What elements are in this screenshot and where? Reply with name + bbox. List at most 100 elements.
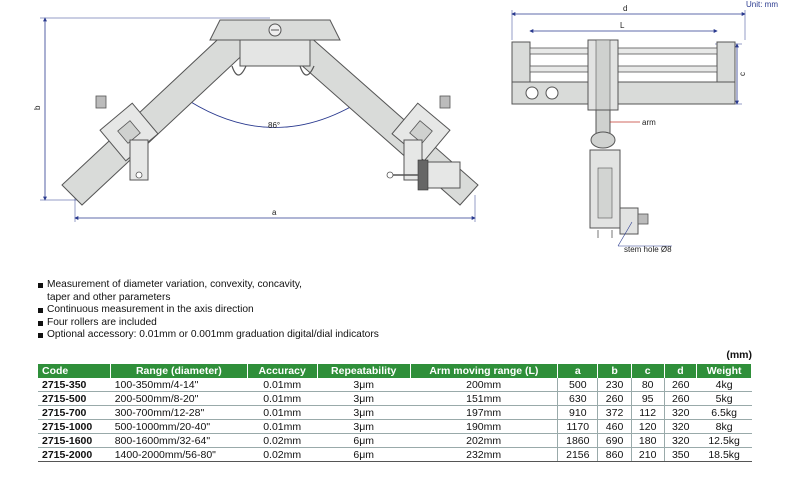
cell-a: 1860 [557, 433, 598, 448]
dimension-a-label: a [272, 208, 277, 217]
cell-arm-range: 197mm [410, 405, 558, 420]
cell-range: 200-500mm/8-20" [110, 391, 248, 406]
cell-code: 2715-1600 [38, 433, 111, 448]
cell-a: 500 [557, 378, 598, 392]
table-row: 2715-1600 800-1600mm/32-64" 0.02mm 6μm 2… [38, 433, 752, 448]
cell-arm-range: 202mm [410, 433, 558, 448]
cell-b: 230 [597, 378, 632, 392]
cell-code: 2715-1000 [38, 419, 111, 434]
end-block-right [716, 41, 736, 83]
stem-hole-label: stem hole Ø8 [624, 245, 672, 254]
cell-code: 2715-2000 [38, 447, 111, 462]
dimension-c-label: c [738, 72, 747, 76]
clamp-knob-icon [590, 131, 616, 149]
cell-repeatability: 3μm [317, 405, 411, 420]
hole-icon [525, 86, 539, 100]
header-c: c [631, 364, 665, 378]
cell-c: 95 [630, 391, 665, 406]
cell-weight: 8kg [696, 419, 752, 434]
cell-arm-range: 200mm [410, 378, 558, 392]
feature-list: Measurement of diameter variation, conve… [38, 279, 379, 342]
header-repeatability: Repeatability [317, 364, 411, 378]
cell-b: 260 [597, 391, 632, 406]
table-row: 2715-700 300-700mm/12-28" 0.01mm 3μm 197… [38, 405, 752, 420]
table-row: 2715-2000 1400-2000mm/56-80" 0.02mm 6μm … [38, 447, 752, 462]
cell-arm-range: 232mm [410, 447, 558, 462]
cell-range: 1400-2000mm/56-80" [110, 447, 248, 462]
cell-repeatability: 3μm [317, 391, 411, 406]
cell-a: 910 [557, 405, 598, 420]
cell-weight: 5kg [696, 391, 752, 406]
header-range: Range (diameter) [110, 364, 248, 378]
cell-range: 800-1600mm/32-64" [110, 433, 248, 448]
cell-range: 100-350mm/4-14" [110, 378, 248, 392]
cell-d: 260 [663, 391, 697, 406]
center-clamp [239, 39, 311, 67]
technical-drawing: b a 86° [33, 4, 747, 254]
cell-weight: 12.5kg [696, 433, 752, 448]
cell-c: 120 [630, 419, 665, 434]
base-bar [511, 81, 736, 105]
cell-arm-range: 190mm [410, 419, 558, 434]
header-b: b [597, 364, 632, 378]
side-view: d L c arm [511, 4, 747, 254]
end-block-left [511, 41, 531, 83]
cell-b: 690 [597, 433, 632, 448]
table-unit-label: (mm) [726, 349, 752, 361]
dimension-d-label: d [623, 4, 627, 13]
cell-accuracy: 0.01mm [247, 391, 318, 406]
cell-repeatability: 3μm [317, 419, 411, 434]
feature-item: Optional accessory: 0.01mm or 0.001mm gr… [38, 329, 379, 342]
cell-d: 320 [663, 419, 697, 434]
cell-code: 2715-500 [38, 391, 111, 406]
cell-c: 80 [630, 378, 665, 392]
cell-accuracy: 0.01mm [247, 419, 318, 434]
cell-a: 1170 [557, 419, 598, 434]
cell-a: 630 [557, 391, 598, 406]
unit-note: Unit: mm [746, 0, 778, 9]
spec-table: Code Range (diameter) Accuracy Repeatabi… [38, 364, 752, 462]
cell-c: 180 [630, 433, 665, 448]
cell-weight: 4kg [696, 378, 752, 392]
bullet-icon [38, 333, 43, 338]
feature-item: Continuous measurement in the axis direc… [38, 304, 379, 317]
left-arm [61, 27, 251, 206]
cell-d: 320 [663, 433, 697, 448]
cell-repeatability: 3μm [317, 378, 411, 392]
angle-arc [179, 94, 371, 128]
header-accuracy: Accuracy [247, 364, 318, 378]
stem-knob-icon [637, 213, 649, 225]
indicator-holder [421, 161, 461, 189]
right-knob-icon [439, 95, 451, 109]
header-a: a [557, 364, 599, 378]
cell-range: 300-700mm/12-28" [110, 405, 248, 420]
cell-b: 860 [597, 447, 632, 462]
cell-d: 260 [663, 378, 697, 392]
cell-accuracy: 0.02mm [247, 433, 318, 448]
cell-weight: 6.5kg [696, 405, 752, 420]
feature-item: taper and other parameters [47, 291, 171, 303]
feature-item: Four rollers are included [38, 317, 379, 330]
bullet-icon [38, 283, 43, 288]
header-weight: Weight [696, 364, 752, 378]
table-header-row: Code Range (diameter) Accuracy Repeatabi… [38, 364, 752, 378]
dimension-b-label: b [33, 105, 42, 110]
cell-accuracy: 0.01mm [247, 405, 318, 420]
arm-label: arm [642, 118, 656, 127]
bullet-icon [38, 320, 43, 326]
cell-code: 2715-700 [38, 405, 111, 420]
table-row: 2715-350 100-350mm/4-14" 0.01mm 3μm 200m… [38, 378, 752, 392]
table-row: 2715-1000 500-1000mm/20-40" 0.01mm 3μm 1… [38, 419, 752, 434]
table-row: 2715-500 200-500mm/8-20" 0.01mm 3μm 151m… [38, 391, 752, 406]
cell-arm-range: 151mm [410, 391, 558, 406]
cell-c: 210 [630, 447, 665, 462]
feature-item: Measurement of diameter variation, conve… [38, 279, 379, 292]
cell-repeatability: 6μm [317, 447, 411, 462]
cell-a: 2156 [557, 447, 598, 462]
cell-b: 460 [597, 419, 632, 434]
v-gauge-front-view: b a 86° [33, 17, 479, 222]
cell-accuracy: 0.01mm [247, 378, 318, 392]
hole-icon [545, 86, 559, 100]
cell-d: 350 [663, 447, 697, 462]
cell-range: 500-1000mm/20-40" [110, 419, 248, 434]
